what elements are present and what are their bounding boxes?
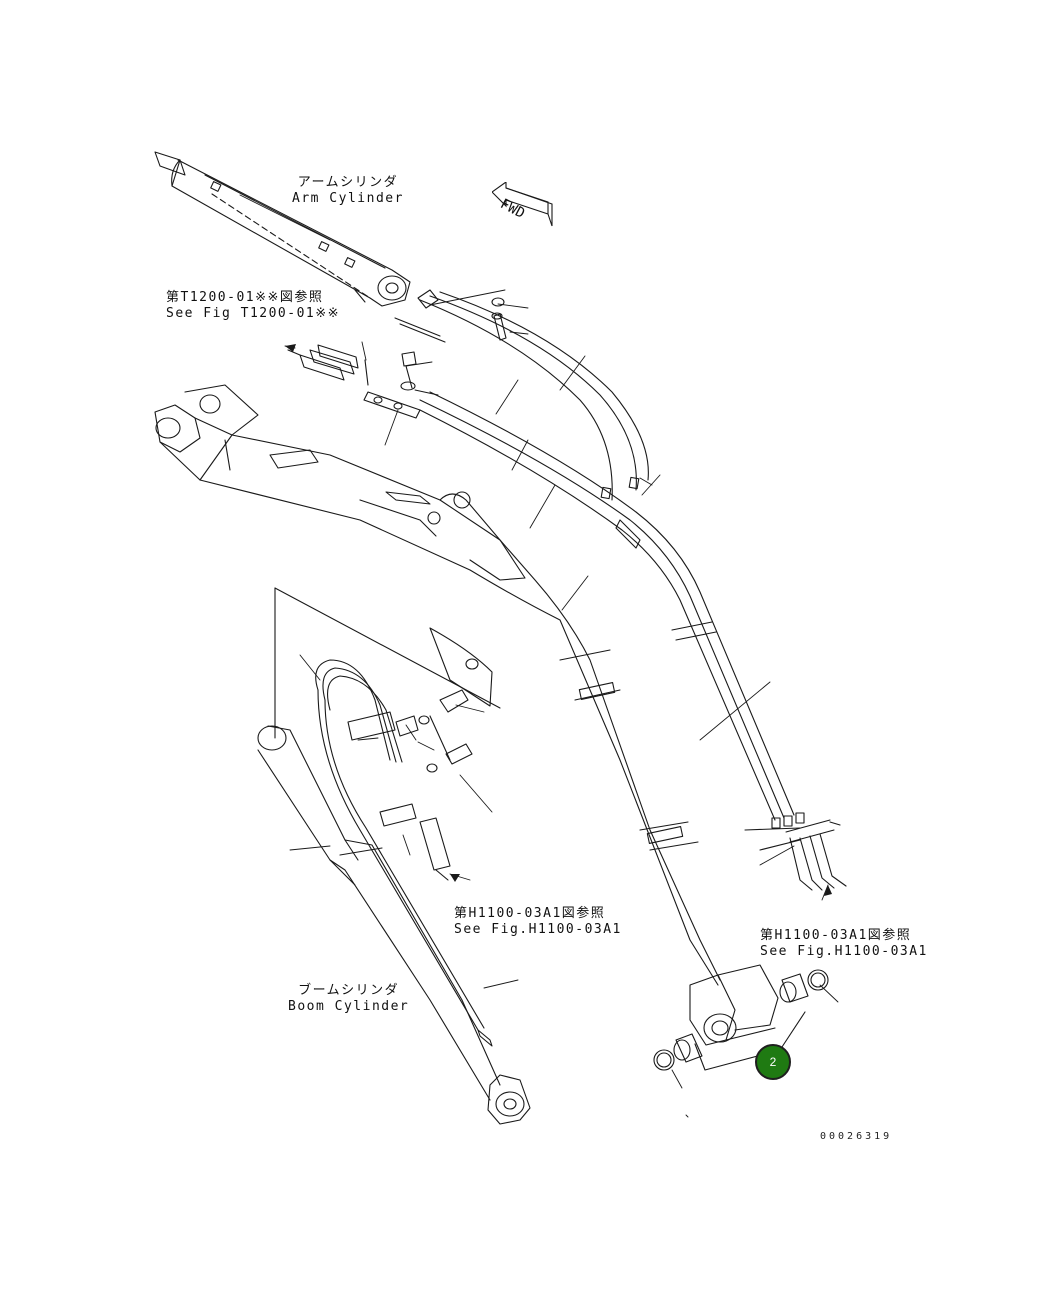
h1100-reference-left-jp: 第H1100-03A1図参照 <box>454 906 606 921</box>
h1100-reference-left-en: See Fig.H1100-03A1 <box>454 922 622 937</box>
boom-cylinder-label: ブームシリンダ Boom Cylinder <box>288 983 409 1015</box>
boom-cylinder-label-jp: ブームシリンダ <box>298 983 400 998</box>
boom-pipes <box>419 391 805 829</box>
boom <box>154 384 779 1046</box>
t1200-fittings <box>287 344 421 419</box>
h1100-reference-left-label: 第H1100-03A1図参照 See Fig.H1100-03A1 <box>454 906 622 938</box>
t1200-reference-label: 第T1200-01※※図参照 See Fig T1200-01※※ <box>166 290 340 322</box>
t1200-reference-jp: 第T1200-01※※図参照 <box>166 290 324 305</box>
foot-pin-bushings <box>653 969 829 1071</box>
boom-cylinder <box>257 587 531 1125</box>
reference-arrows <box>285 344 832 896</box>
arm-cylinder-label-en: Arm Cylinder <box>292 191 404 206</box>
fwd-arrow-icon <box>492 182 553 227</box>
arm-cylinder-label-jp: アームシリンダ <box>297 175 399 190</box>
boom-cylinder-hoses <box>315 659 485 1031</box>
arm-cylinder <box>154 151 411 307</box>
h1100-reference-right-jp: 第H1100-03A1図参照 <box>760 928 912 943</box>
h1100-hose-bundle <box>744 819 847 891</box>
callout-bubble-2[interactable]: 2 <box>755 1044 791 1080</box>
h1100-reference-right-label: 第H1100-03A1図参照 See Fig.H1100-03A1 <box>760 928 928 960</box>
boom-cylinder-label-en: Boom Cylinder <box>288 999 410 1014</box>
arm-hoses <box>394 289 649 501</box>
leader-lines <box>239 194 839 1118</box>
t1200-reference-en: See Fig T1200-01※※ <box>166 306 341 321</box>
h1100-reference-right-en: See Fig.H1100-03A1 <box>760 944 928 959</box>
arm-cylinder-label: アームシリンダ Arm Cylinder <box>292 175 404 207</box>
drawing-number: 00026319 <box>820 1131 893 1142</box>
